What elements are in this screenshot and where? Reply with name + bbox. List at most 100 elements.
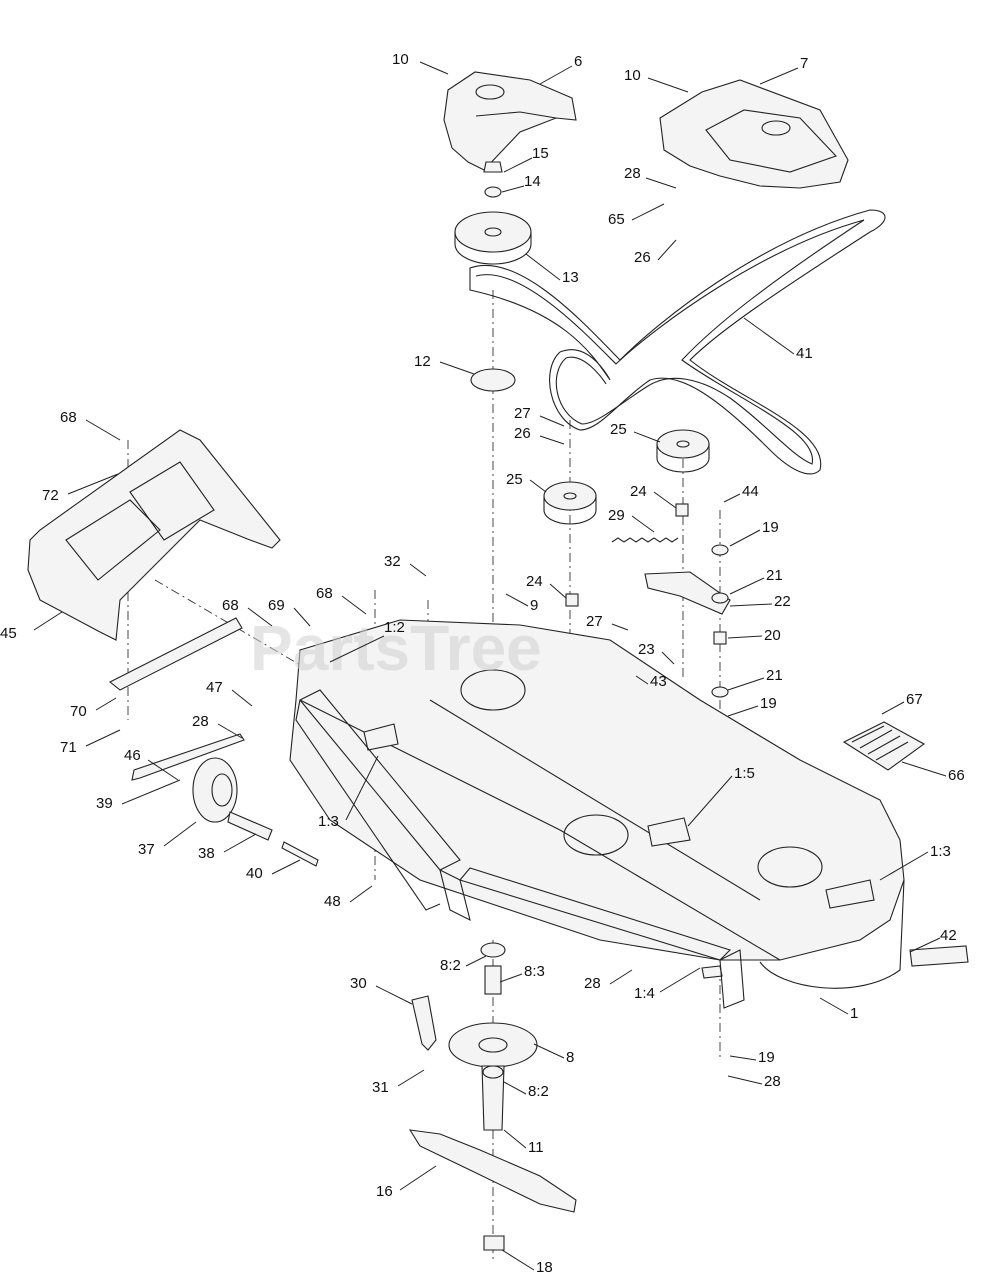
watermark: PartsTree <box>250 612 542 684</box>
leader-line <box>505 593 529 607</box>
callout-label: 8:2 <box>440 957 461 974</box>
callout-label: 26 <box>514 425 531 442</box>
callout-label: 14 <box>524 173 541 190</box>
leader-line <box>525 253 561 281</box>
callout-label: 67 <box>906 691 923 708</box>
leader-line <box>727 677 765 691</box>
callout-label: 42 <box>940 927 957 944</box>
callout-label: 28 <box>192 713 209 730</box>
leader-line <box>501 185 525 193</box>
blade-16 <box>408 1129 577 1213</box>
leader-line <box>231 689 253 707</box>
callout-label: 10 <box>392 51 409 68</box>
callout-label: 19 <box>760 695 777 712</box>
leader-line <box>147 759 179 781</box>
callout-label: 37 <box>138 841 155 858</box>
leader-line <box>549 583 567 599</box>
callout-label: 30 <box>350 975 367 992</box>
callout-label: 11 <box>528 1139 544 1156</box>
leader-line <box>729 603 773 607</box>
leader-line <box>727 635 763 639</box>
callout-label: 27 <box>586 613 603 630</box>
belt-cover-6 <box>443 71 577 171</box>
callout-label: 6 <box>574 53 582 70</box>
leader-line <box>223 833 257 853</box>
callout-label: 20 <box>764 627 781 644</box>
leader-line <box>397 1069 425 1087</box>
leader-line <box>217 723 243 739</box>
leader-line <box>729 529 761 547</box>
callout-label: 32 <box>384 553 401 570</box>
bolt-40 <box>281 841 319 867</box>
leader-line <box>657 239 677 261</box>
leader-line <box>503 1129 527 1149</box>
callout-label: 8 <box>566 1049 574 1066</box>
callout-label: 41 <box>796 345 813 362</box>
callout-label: 23 <box>638 641 655 658</box>
callout-label: 65 <box>608 211 625 228</box>
callout-label: 43 <box>650 673 667 690</box>
callout-label: 25 <box>610 421 627 438</box>
callout-label: 19 <box>758 1049 775 1066</box>
leader-line <box>539 415 565 427</box>
deck-frame <box>295 689 745 1009</box>
callout-label: 26 <box>634 249 651 266</box>
callout-label: 70 <box>70 703 87 720</box>
leader-line <box>349 885 373 903</box>
callout-label: 15 <box>532 145 549 162</box>
callout-label: 8:3 <box>524 963 545 980</box>
leader-line <box>729 577 765 595</box>
callout-label: 22 <box>774 593 791 610</box>
callout-label: 18 <box>536 1259 553 1276</box>
leader-line <box>95 697 117 711</box>
callout-label: 39 <box>96 795 113 812</box>
leader-line <box>67 473 119 495</box>
leader-line <box>539 435 565 445</box>
callout-label: 28 <box>584 975 601 992</box>
callout-label: 28 <box>624 165 641 182</box>
anti-scalp-66 <box>842 721 926 771</box>
idler-arm-22 <box>644 571 731 615</box>
leader-line <box>329 635 385 663</box>
leader-line <box>33 611 63 631</box>
callout-label: 44 <box>742 483 759 500</box>
leader-line <box>631 515 655 533</box>
callout-label: 38 <box>198 845 215 862</box>
leader-line <box>743 317 795 355</box>
callout-label: 68 <box>60 409 77 426</box>
leader-line <box>611 623 629 631</box>
callout-label: 1:4 <box>634 985 655 1002</box>
callout-label: 40 <box>246 865 263 882</box>
leader-line <box>465 955 487 967</box>
leader-line <box>881 701 905 715</box>
spacer-24-a <box>675 503 689 517</box>
callout-label: 10 <box>624 67 641 84</box>
callout-label: 1:3 <box>318 813 339 830</box>
callout-label: 48 <box>324 893 341 910</box>
leader-line <box>529 479 547 493</box>
leader-line <box>271 859 301 875</box>
callout-label: 31 <box>372 1079 389 1096</box>
callout-label: 68 <box>316 585 333 602</box>
leader-line <box>503 157 533 173</box>
leader-line <box>609 969 633 985</box>
wheel-37 <box>192 757 273 841</box>
callout-label: 21 <box>766 567 783 584</box>
callout-label: 71 <box>60 739 77 756</box>
callout-label: 13 <box>562 269 579 286</box>
washer-19-top <box>711 544 729 556</box>
callout-label: 24 <box>526 573 543 590</box>
leader-line <box>759 67 799 85</box>
leader-line <box>85 419 121 441</box>
callout-label: 1:5 <box>734 765 755 782</box>
callout-label: 19 <box>762 519 779 536</box>
leader-line <box>345 755 379 821</box>
callout-label: 46 <box>124 747 141 764</box>
leader-line <box>659 967 701 993</box>
spacer-24-b <box>565 593 579 607</box>
callout-leaders <box>33 61 947 1271</box>
leader-line <box>399 1165 437 1191</box>
leader-line <box>163 821 197 847</box>
